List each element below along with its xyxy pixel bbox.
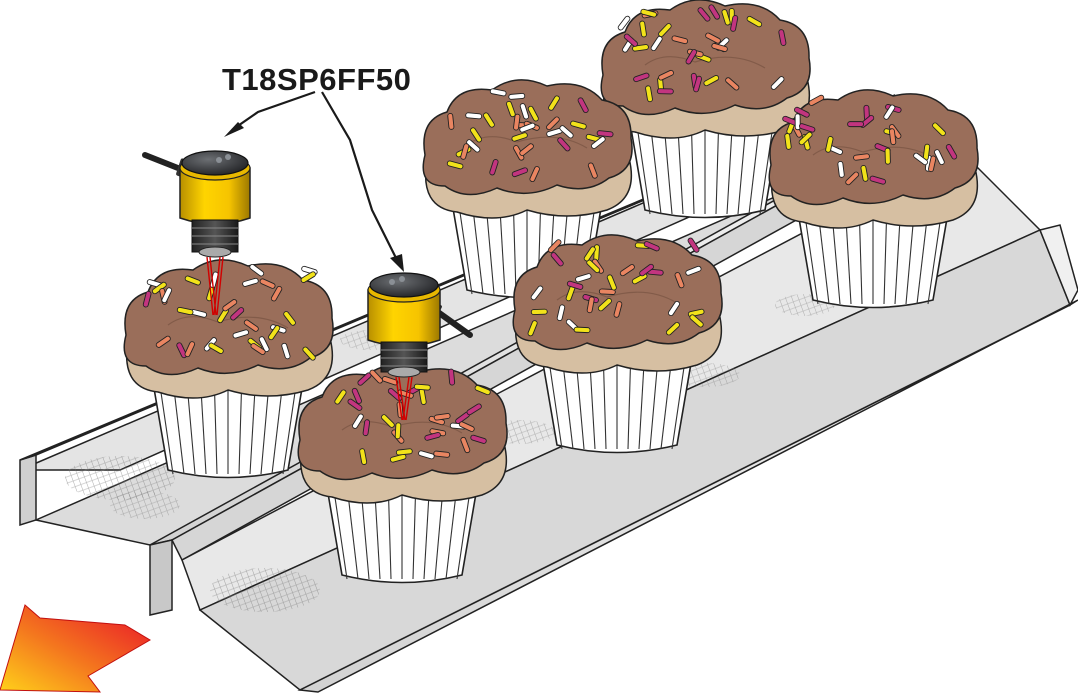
- sprinkle: [509, 93, 525, 99]
- sensor-upper-left: [145, 151, 250, 257]
- sprinkle: [848, 122, 864, 127]
- sprinkle: [531, 309, 547, 314]
- sprinkle: [434, 451, 450, 458]
- flow-direction-arrow: [0, 605, 150, 692]
- sprinkle: [414, 384, 430, 390]
- sprinkle: [574, 327, 590, 333]
- sensor-model-label: T18SP6FF50: [222, 60, 442, 100]
- callout-leaders: [224, 92, 404, 272]
- sprinkle: [465, 113, 481, 119]
- sprinkle: [395, 423, 401, 439]
- sprinkle: [448, 369, 454, 385]
- sprinkle: [885, 148, 890, 164]
- sprinkle: [657, 89, 673, 94]
- sprinkle: [448, 113, 455, 129]
